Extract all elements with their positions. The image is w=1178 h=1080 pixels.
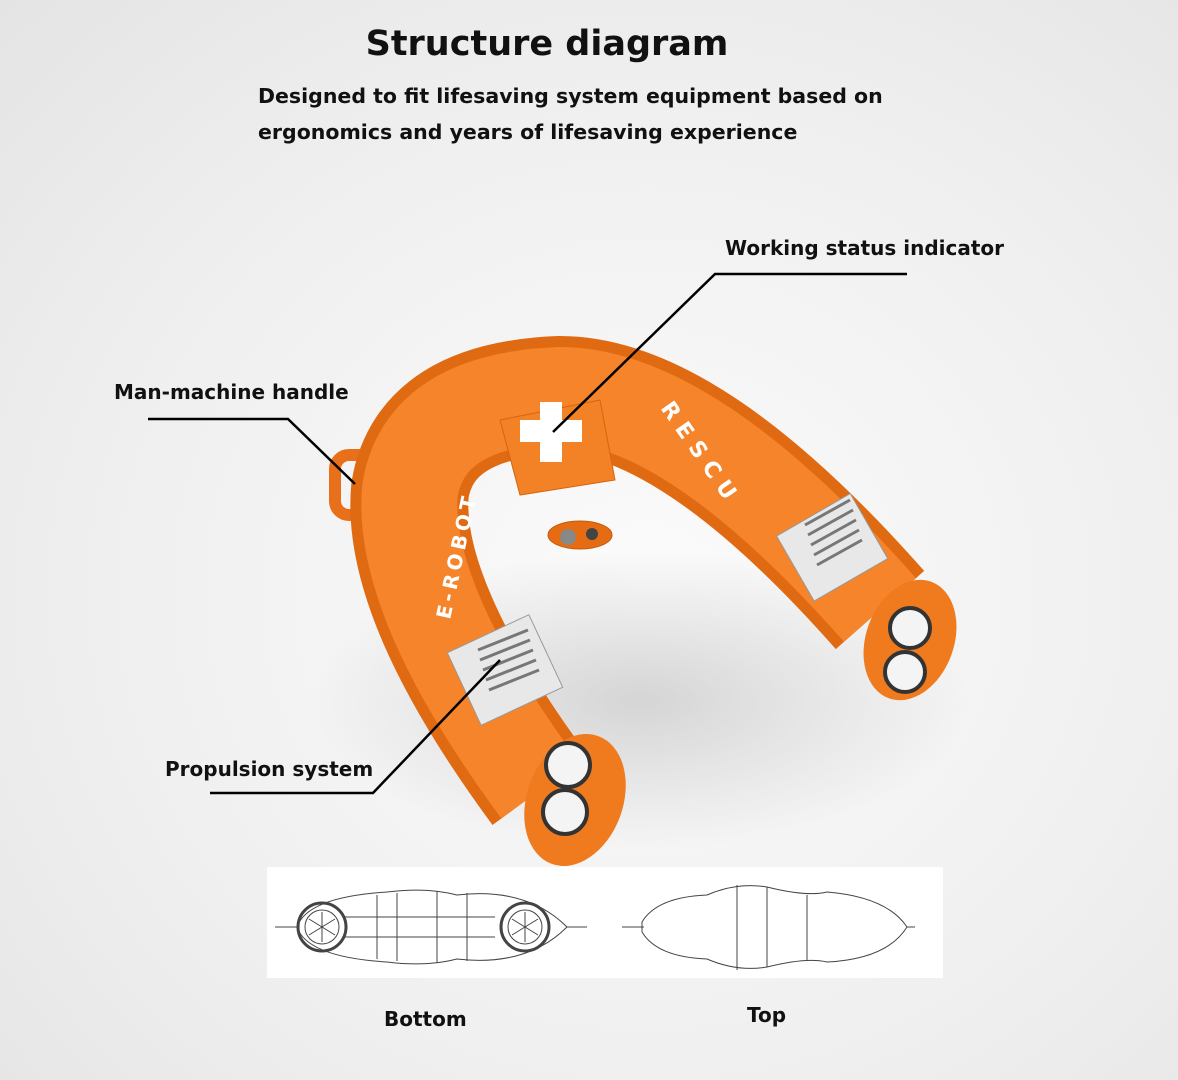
fan-icon [883, 650, 927, 694]
handle-leader-line [148, 417, 356, 485]
fan-icon [541, 788, 589, 836]
sensor-icon [586, 528, 598, 540]
callout-working-status: Working status indicator [725, 236, 1005, 260]
caption-bottom-view: Bottom [384, 1007, 467, 1031]
subtitle-line-2: ergonomics and years of lifesaving exper… [258, 120, 798, 144]
propulsion-leader-line [210, 659, 501, 795]
right-propulsion-pod [775, 492, 957, 701]
working-status-leader-line [552, 272, 907, 433]
left-propulsion-pod [446, 614, 626, 866]
top-view-drawing [622, 885, 915, 970]
callout-handle: Man-machine handle [114, 380, 349, 404]
robot-body: E-ROBOT RESCU [350, 335, 957, 866]
fan-icon [888, 606, 932, 650]
subtitle-line-1: Designed to fit lifesaving system equipm… [258, 84, 883, 108]
camera-icon [560, 529, 576, 545]
medical-cross-icon [520, 402, 582, 462]
view-drawings [275, 885, 915, 970]
page-title: Structure diagram [365, 24, 729, 64]
fan-icon [544, 741, 592, 789]
callout-propulsion: Propulsion system [165, 757, 374, 781]
bottom-view-drawing [275, 889, 587, 965]
caption-top-view: Top [747, 1003, 787, 1027]
orthographic-views-panel [267, 867, 943, 978]
